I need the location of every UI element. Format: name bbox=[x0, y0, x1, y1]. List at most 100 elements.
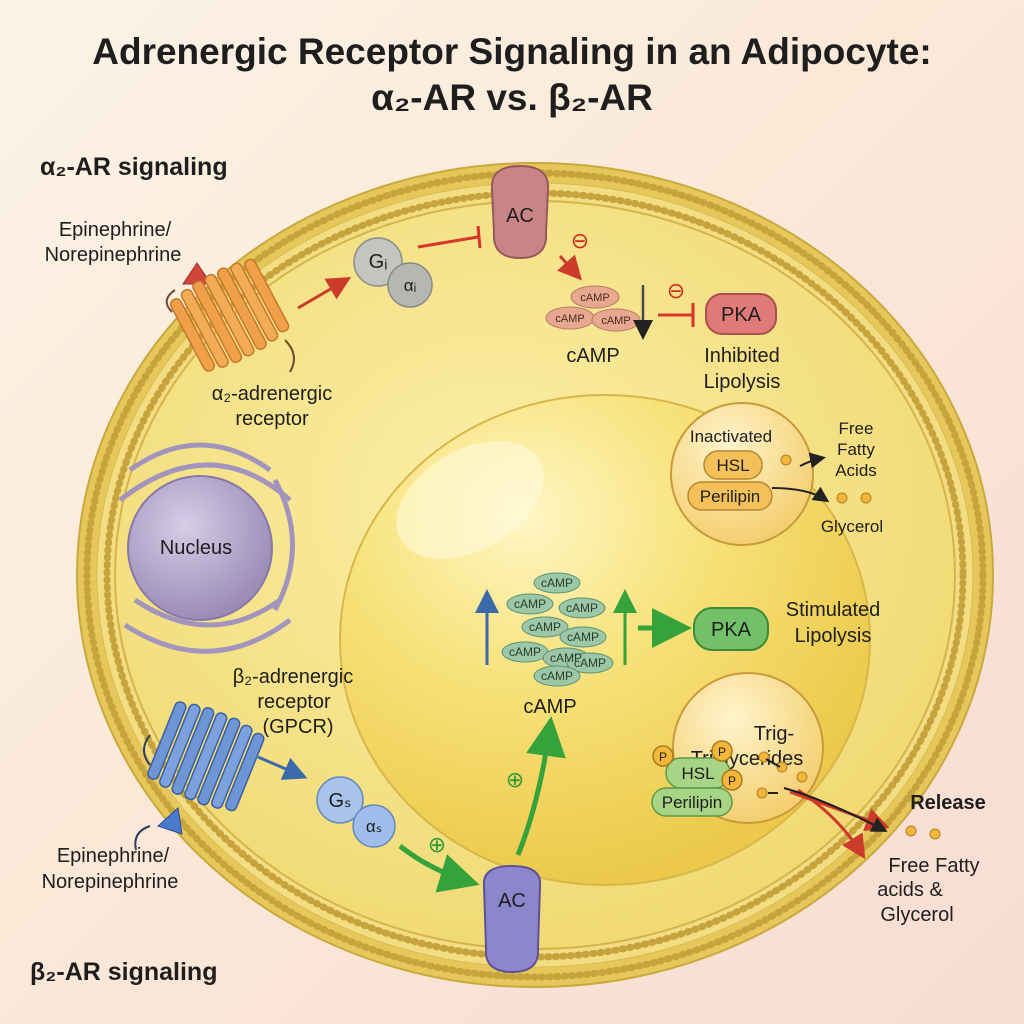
triglycerides-label-line-1: Trig- bbox=[754, 723, 794, 745]
er-membrane bbox=[272, 478, 295, 612]
alpha2-section-label: α₂-AR signaling bbox=[40, 153, 228, 181]
gs-protein bbox=[316, 776, 364, 824]
inactivated-label: Inactivated bbox=[690, 427, 772, 446]
alpha2-inhibit-symbol: ⊖ bbox=[571, 229, 589, 254]
ffa-line-1: Free bbox=[839, 419, 874, 438]
camp-molecule bbox=[558, 597, 606, 619]
release-product-line-3: Glycerol bbox=[880, 904, 953, 926]
camp-molecule bbox=[506, 593, 554, 615]
beta2-receptor-line-2: receptor bbox=[257, 691, 331, 713]
alpha-s-label: αₛ bbox=[366, 817, 382, 836]
alpha-i-subunit bbox=[387, 262, 433, 308]
er-membrane bbox=[128, 442, 272, 473]
camp-molecule bbox=[566, 652, 614, 674]
alpha2-pathway: Epinephrine/ Norepinephrine α₂-adrenergi… bbox=[45, 164, 780, 430]
beta2-ligand-line-1: Epinephrine/ bbox=[57, 845, 170, 867]
beta2-pka-label: PKA bbox=[711, 619, 752, 641]
beta2-ligand-line-2: Norepinephrine bbox=[42, 871, 179, 893]
beta2-ligand-icon bbox=[157, 807, 183, 835]
camp-molecule-label: cAMP bbox=[509, 645, 541, 659]
camp-molecule-label: cAMP bbox=[541, 669, 573, 683]
release-product-line-1: Free Fatty bbox=[888, 855, 979, 877]
release-product-line-2: acids & bbox=[877, 879, 943, 901]
alpha2-receptor-line-2: receptor bbox=[235, 408, 309, 430]
pka-inhibited bbox=[705, 293, 777, 335]
camp-molecule-label: cAMP bbox=[567, 630, 599, 644]
alpha-i-label: αᵢ bbox=[404, 276, 417, 295]
fatty-acid-dot bbox=[776, 761, 788, 773]
adenylyl-cyclase-beta2 bbox=[482, 864, 542, 974]
beta2-arrow-g-to-ac bbox=[398, 844, 480, 893]
glycerol-arrow bbox=[771, 486, 830, 503]
camp-molecule-label: cAMP bbox=[574, 656, 606, 670]
phosphate-label: P bbox=[659, 750, 667, 764]
glycerol-dot bbox=[860, 492, 872, 504]
alpha2-inhibit-line bbox=[417, 235, 479, 249]
beta2-camp-cluster: cAMP cAMP cAMP cAMP cAMP cAMP cAMP cAMP … bbox=[501, 572, 614, 687]
beta2-pathway: β₂-adrenergic receptor (GPCR) Epinephrin… bbox=[42, 572, 881, 974]
ffa-line-3: Acids bbox=[835, 461, 877, 480]
ffa-arrow bbox=[799, 452, 826, 469]
gi-protein bbox=[353, 237, 403, 287]
camp-molecule bbox=[533, 665, 581, 687]
ffa-line-2: Fatty bbox=[837, 440, 875, 459]
pka-stimulated bbox=[693, 607, 769, 651]
nucleus-label: Nucleus bbox=[160, 537, 232, 559]
glycerol-dot bbox=[836, 492, 848, 504]
alpha2-outcome-line-1: Inhibited bbox=[704, 345, 780, 367]
er-membrane bbox=[133, 597, 282, 628]
glycerol-label: Glycerol bbox=[821, 517, 883, 536]
beta2-outcome-line-1: Stimulated bbox=[786, 599, 881, 621]
beta2-ligand-link bbox=[134, 825, 151, 851]
er-membrane bbox=[118, 462, 292, 502]
alpha2-inhibit-bar bbox=[476, 225, 482, 249]
droplet-active: Trig- Triglycerides HSL Perilipin P P P … bbox=[651, 672, 986, 926]
alpha2-ligand-line-1: Epinephrine/ bbox=[59, 219, 172, 241]
droplet-highlight bbox=[396, 441, 544, 559]
camp-molecule-label: cAMP bbox=[529, 620, 561, 634]
droplet-inactivated: Inactivated HSL Perilipin Free Fatty Aci… bbox=[670, 402, 883, 546]
camp-molecule bbox=[570, 285, 620, 309]
title-line-2: α₂-AR vs. β₂-AR bbox=[371, 77, 653, 118]
beta2-receptor-line-1: β₂-adrenergic bbox=[233, 666, 353, 688]
er-membrane bbox=[123, 617, 292, 654]
perilipin-active bbox=[651, 787, 733, 817]
beta2-receptor bbox=[147, 701, 265, 812]
gi-label: Gᵢ bbox=[369, 251, 388, 273]
adenylyl-cyclase-alpha2 bbox=[490, 164, 550, 260]
beta2-stimulate-symbol-2: ⊕ bbox=[506, 768, 524, 793]
camp-molecule-label: cAMP bbox=[580, 292, 609, 304]
phosphate-label: P bbox=[728, 774, 736, 788]
beta2-receptor-tail bbox=[143, 734, 151, 766]
alpha2-ac-label: AC bbox=[506, 205, 534, 227]
title-line-1: Adrenergic Receptor Signaling in an Adip… bbox=[92, 31, 931, 72]
perilipin-inactive bbox=[687, 481, 773, 511]
hsl-inactive bbox=[703, 450, 763, 480]
pka-inhibit-symbol: ⊖ bbox=[667, 279, 685, 304]
beta2-receptor-line-3: (GPCR) bbox=[262, 716, 333, 738]
hsl-active-label: HSL bbox=[681, 764, 714, 783]
hsl-inactive-label: HSL bbox=[716, 456, 749, 475]
alpha2-receptor-line-1: α₂-adrenergic bbox=[212, 383, 333, 405]
alpha-s-subunit bbox=[352, 804, 396, 848]
gs-label: Gₛ bbox=[328, 790, 351, 812]
camp-molecule-label: cAMP bbox=[601, 315, 630, 327]
camp-molecule-label: cAMP bbox=[514, 597, 546, 611]
alpha2-arrow-ac-to-camp bbox=[557, 254, 583, 281]
alpha2-camp-cluster: cAMP cAMP cAMP bbox=[545, 285, 641, 332]
camp-molecule bbox=[559, 626, 607, 648]
beta2-camp-label: cAMP bbox=[523, 696, 576, 718]
beta2-section-label: β₂-AR signaling bbox=[30, 958, 217, 986]
perilipin-inactive-label: Perilipin bbox=[700, 487, 760, 506]
phosphate-group bbox=[721, 769, 743, 791]
beta2-ac-label: AC bbox=[498, 890, 526, 912]
alpha2-receptor-tail bbox=[284, 339, 295, 373]
beta2-stimulate-symbol-1: ⊕ bbox=[428, 833, 446, 858]
phosphate-group bbox=[652, 745, 674, 767]
nucleus-group: Nucleus bbox=[118, 442, 295, 654]
beta2-arrow-receptor-to-g bbox=[257, 755, 308, 780]
alpha2-receptor bbox=[169, 258, 290, 372]
glycerol-dot bbox=[756, 787, 768, 799]
camp-molecule bbox=[521, 616, 569, 638]
